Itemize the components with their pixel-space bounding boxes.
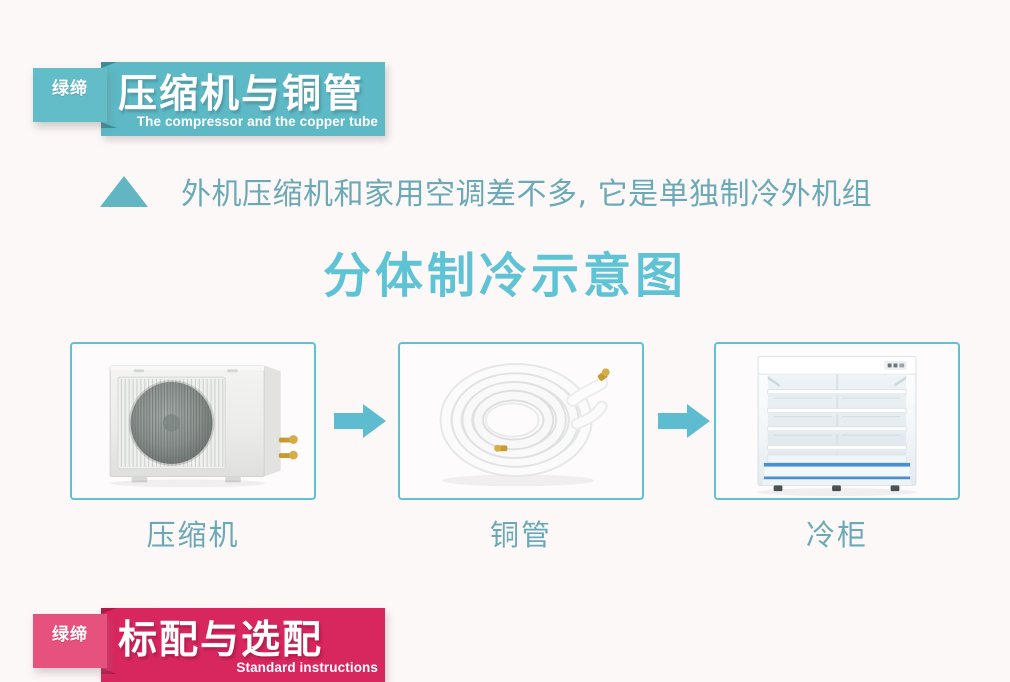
arrow-right-icon-2: [656, 402, 712, 440]
page-title: 分体制冷示意图: [322, 248, 687, 304]
top-banner-subtitle: The compressor and the copper tube: [136, 114, 378, 129]
caption-compressor: 压缩机: [146, 518, 240, 552]
arrow-right-icon: [334, 404, 386, 438]
top-banner: 绿缔 压缩机与铜管 The compressor and the copper …: [33, 62, 385, 136]
diagram-captions: 压缩机 铜管 冷柜: [0, 512, 1010, 556]
outdoor-condenser-unit-photo: [73, 344, 313, 498]
bullet-heading-text: 外机压缩机和家用空调差不多, 它是单独制冷外机组: [181, 177, 873, 212]
bottom-banner-brand-tab: [33, 614, 107, 668]
diagram-row: [0, 342, 1010, 502]
bottom-banner: 绿缔 标配与选配 Standard instructions: [33, 608, 385, 682]
open-display-refrigerator-photo: [717, 344, 957, 498]
caption-copper-tube: 铜管: [489, 518, 552, 552]
coiled-copper-tube-photo: [401, 344, 641, 498]
bottom-banner-body: [101, 608, 385, 682]
top-banner-body: [101, 62, 385, 136]
bottom-banner-title: 标配与选配: [118, 618, 324, 663]
top-banner-title: 压缩机与铜管: [118, 72, 365, 117]
bottom-banner-brand-label: 绿缔: [52, 625, 88, 645]
top-banner-fold-upper: [101, 62, 117, 68]
top-banner-fold-lower: [101, 122, 117, 128]
caption-refrigerated-cabinet: 冷柜: [805, 518, 868, 552]
bottom-banner-subtitle: Standard instructions: [236, 660, 378, 675]
triangle-up-icon: [100, 175, 148, 207]
diagram-card-refrigerated-cabinet: [714, 342, 960, 500]
bottom-banner-fold-lower: [101, 668, 117, 674]
arrow-right-icon-1: [332, 402, 388, 440]
top-banner-brand-tab: [33, 68, 107, 122]
diagram-card-copper-tube: [398, 342, 644, 500]
bottom-banner-fold-upper: [101, 608, 117, 614]
bullet-heading: 外机压缩机和家用空调差不多, 它是单独制冷外机组: [0, 168, 1010, 214]
arrow-right-icon: [658, 404, 710, 438]
diagram-card-compressor: [70, 342, 316, 500]
top-banner-brand-label: 绿缔: [52, 79, 88, 99]
